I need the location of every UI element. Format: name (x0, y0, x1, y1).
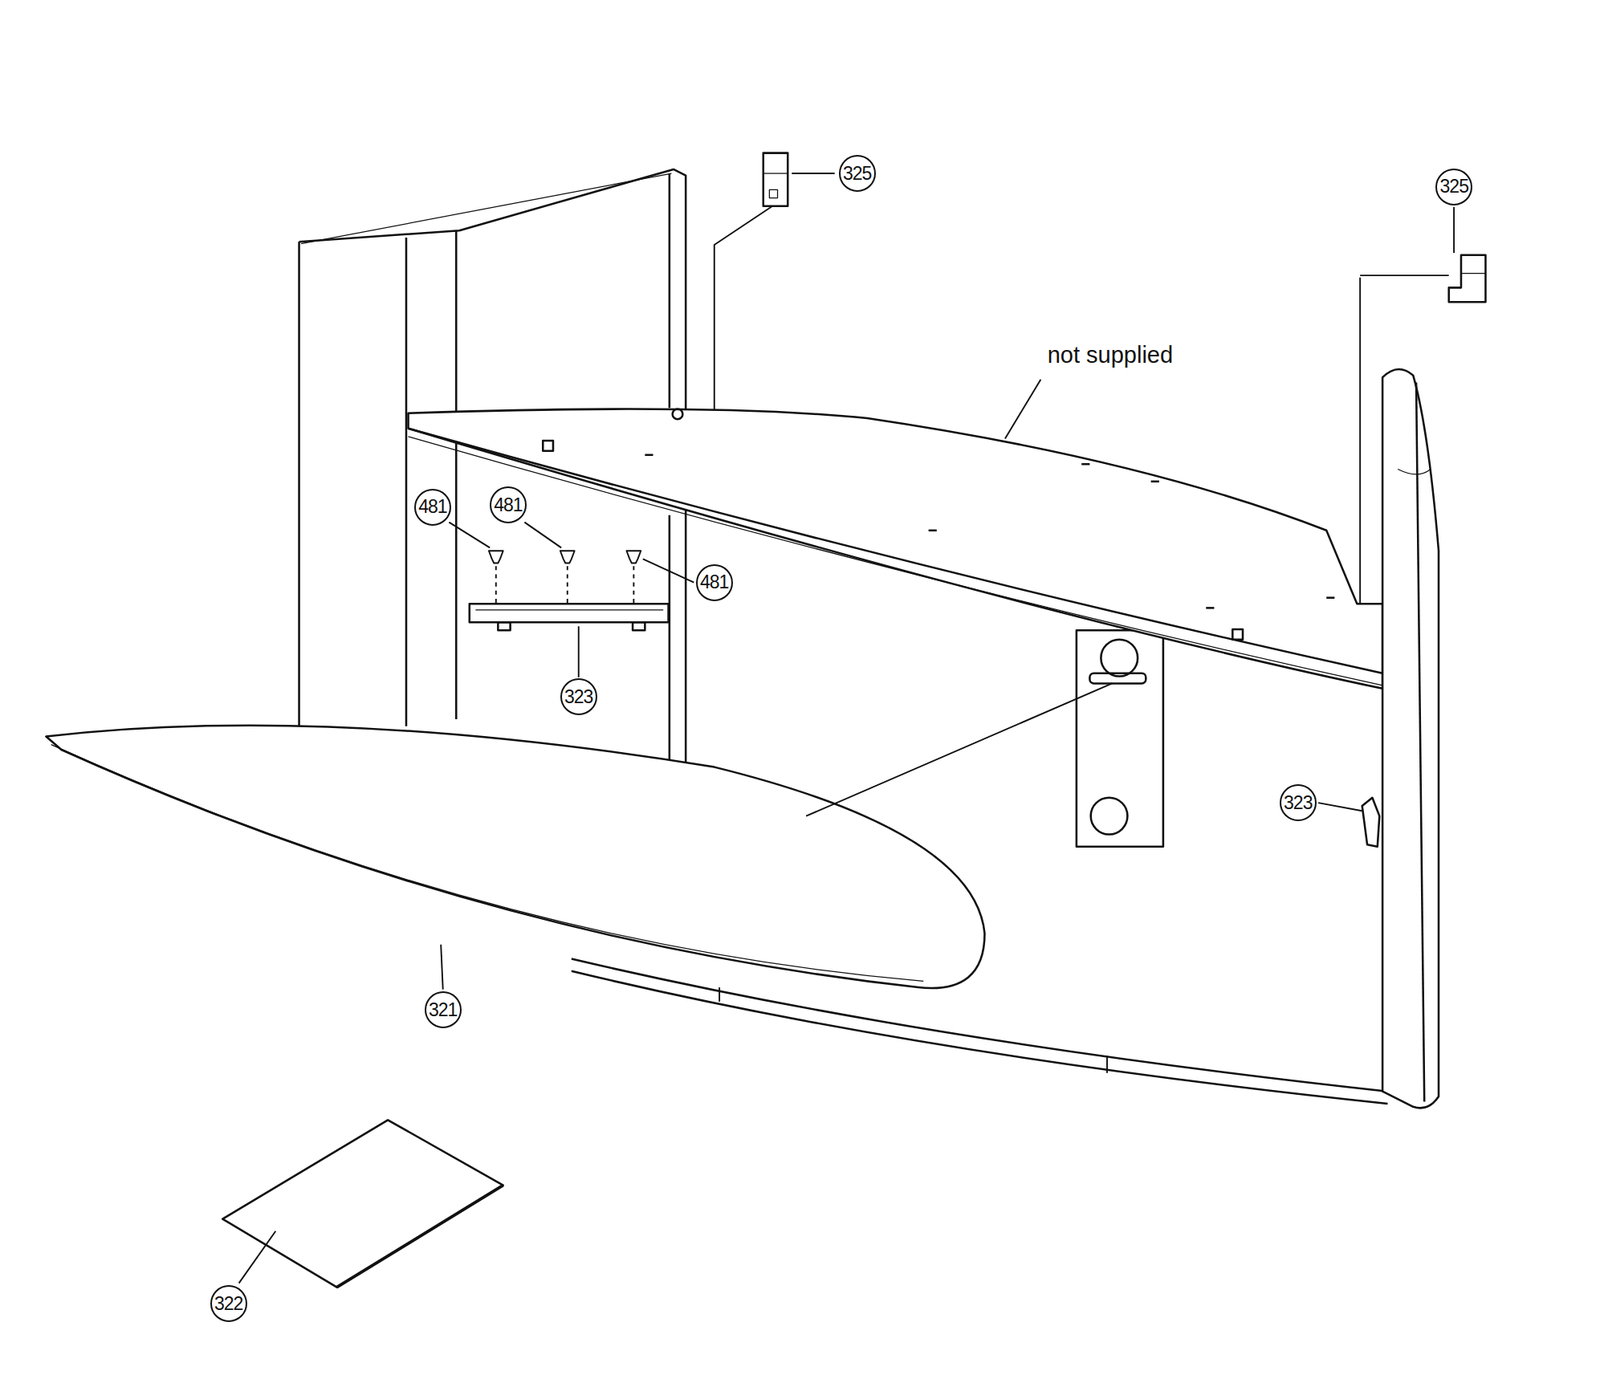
callout-number: 322 (210, 1285, 248, 1323)
callout-number: 321 (424, 991, 462, 1029)
callout-number: 325 (838, 154, 876, 192)
callout-number: 481 (489, 486, 527, 524)
callout-number: 325 (1435, 168, 1473, 206)
callout-number: 481 (414, 488, 452, 526)
callout-number: 323 (560, 678, 598, 716)
callout-number: 481 (696, 564, 733, 602)
callout-number: 323 (1279, 784, 1317, 822)
note-label: not supplied (1045, 341, 1176, 370)
